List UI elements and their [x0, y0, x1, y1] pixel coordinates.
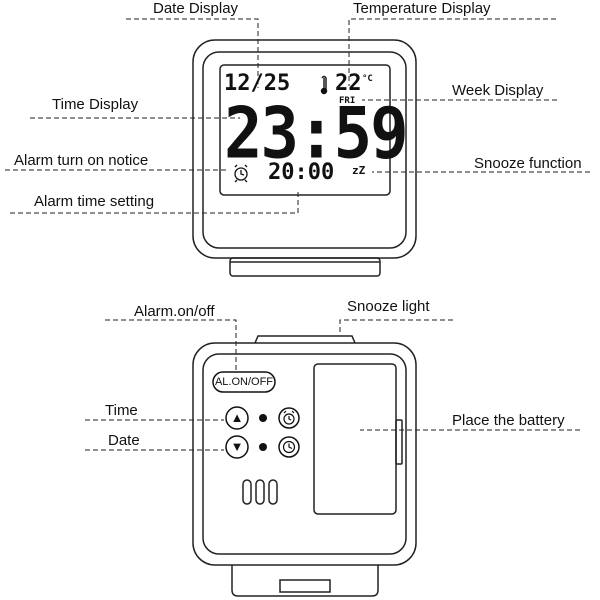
clock-set-button: [278, 436, 300, 458]
label-date: Date: [108, 432, 140, 449]
indicator-dot: [259, 414, 267, 422]
lcd-alarm-icon: [234, 164, 248, 183]
back-housing: [192, 342, 417, 566]
battery-compartment: [313, 363, 397, 515]
front-stand: [229, 257, 381, 277]
vent-slot: [268, 479, 278, 505]
snooze-icon: zZ: [352, 164, 366, 177]
thermometer-icon: [320, 75, 328, 95]
lcd-weekday: FRI: [339, 96, 356, 106]
vent-slot: [255, 479, 265, 505]
lcd-temp-unit: °C: [362, 74, 373, 84]
lcd-time: 23:59: [224, 93, 409, 175]
label-week-display: Week Display: [452, 82, 544, 99]
lcd-screen: [219, 64, 391, 196]
label-time-display: Time Display: [52, 96, 139, 113]
back-housing-inner: [202, 353, 407, 555]
lcd-temperature: 22: [335, 71, 362, 96]
label-temperature-display: Temperature Display: [353, 0, 491, 17]
vent-slot: [242, 479, 252, 505]
front-housing-inner: [202, 51, 407, 249]
label-battery: Place the battery: [452, 412, 565, 429]
down-arrow-icon[interactable]: ▼: [230, 439, 244, 454]
snooze-light-bar: [254, 335, 356, 344]
alarm-set-button: [278, 407, 300, 429]
back-stand: [231, 565, 379, 597]
down-button: [225, 435, 249, 459]
label-date-display: Date Display: [153, 0, 239, 17]
label-snooze-function: Snooze function: [474, 155, 582, 172]
label-snooze-light: Snooze light: [347, 298, 430, 315]
alarm-clock-icon: [283, 410, 295, 425]
alarm-onoff-button-label[interactable]: AL.ON/OFF: [214, 376, 274, 388]
label-alarm-notice: Alarm turn on notice: [14, 152, 149, 169]
indicator-dot: [259, 443, 267, 451]
label-alarm-time-setting: Alarm time setting: [34, 193, 155, 210]
clock-icon: [282, 440, 296, 454]
label-alarm-onoff: Alarm.on/off: [134, 303, 215, 320]
alarm-onoff-button: [212, 371, 276, 393]
label-time: Time: [105, 402, 138, 419]
up-button: [225, 406, 249, 430]
lcd-date: 12/25: [224, 71, 291, 96]
up-arrow-icon[interactable]: ▲: [230, 410, 244, 425]
lcd-alarm-time: 20:00: [268, 160, 335, 185]
